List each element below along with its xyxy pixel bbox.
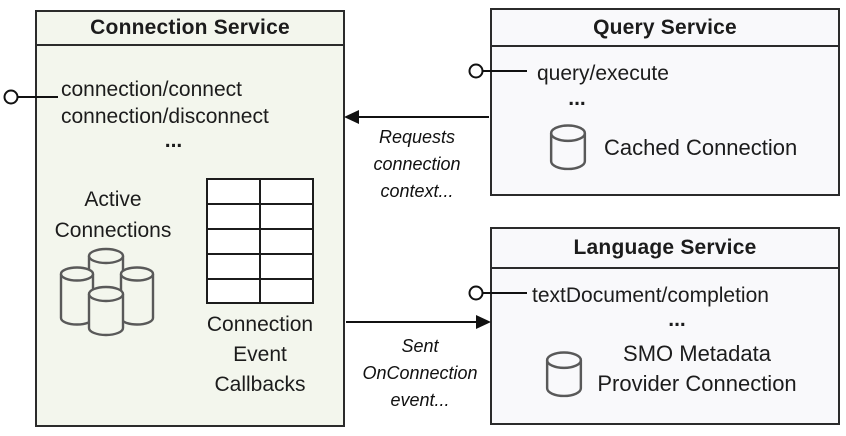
requests-context-arrow	[344, 110, 489, 124]
query-methods-ellipsis: ...	[568, 87, 586, 110]
sent-event-arrow	[346, 315, 491, 329]
method-textdocument-completion: textDocument/completion	[532, 284, 769, 307]
smo-metadata-provider-label: SMO Metadata Provider Connection	[597, 341, 797, 396]
connection-service-box: Connection Service connection/connect co…	[35, 10, 345, 427]
sent-onconnection-event-note: Sent OnConnection event...	[362, 336, 478, 410]
connection-methods-ellipsis: ...	[164, 129, 183, 152]
requests-connection-context-note: Requests connection context...	[373, 127, 461, 201]
language-methods-ellipsis: ...	[668, 308, 686, 331]
connection-event-callbacks-label: Connection Event Callbacks	[206, 313, 314, 396]
language-service-box: Language Service textDocument/completion…	[490, 227, 840, 425]
method-query-execute: query/execute	[537, 62, 669, 85]
cached-connection-database-icon	[549, 124, 587, 171]
query-service-title: Query Service	[492, 10, 838, 47]
active-connections-label: Active Connections	[54, 188, 172, 242]
query-service-box: Query Service query/execute ... Cached C…	[490, 8, 840, 196]
method-connection-connect: connection/connect	[61, 78, 242, 101]
cached-connection-label: Cached Connection	[604, 135, 798, 160]
method-connection-disconnect: connection/disconnect	[61, 105, 269, 128]
callbacks-table-icon	[206, 178, 314, 304]
database-cluster-icon	[59, 246, 155, 338]
smo-metadata-database-icon	[545, 351, 583, 398]
connection-service-methods: connection/connect connection/disconnect…	[61, 76, 286, 152]
connection-service-title: Connection Service	[37, 12, 343, 46]
language-service-title: Language Service	[492, 229, 838, 269]
